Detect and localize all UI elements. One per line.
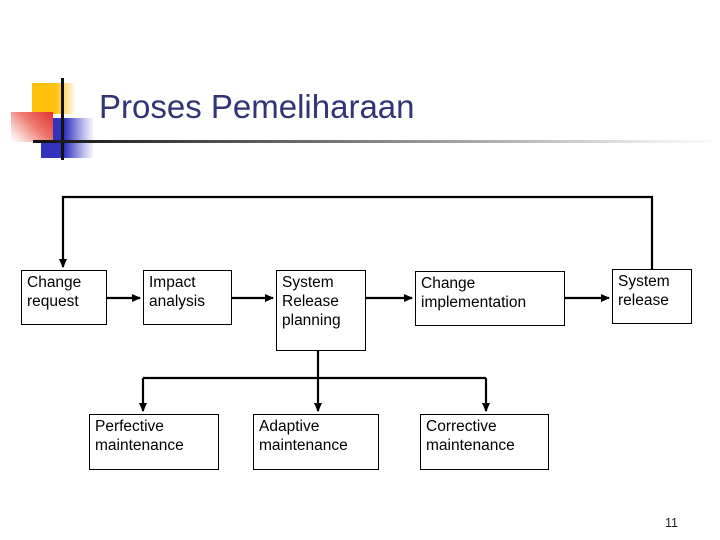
logo-yellow-square [32,83,75,114]
node-perfective-maintenance: Perfective maintenance [89,414,219,470]
node-adaptive-maintenance: Adaptive maintenance [253,414,379,470]
node-change-implementation: Change implementation [415,271,565,326]
node-impact-analysis: Impact analysis [143,270,232,325]
node-system-release-planning: System Release planning [276,270,366,351]
title-underline-rule [33,140,713,143]
logo-red-square [11,112,53,142]
page-number: 11 [665,516,678,530]
node-corrective-maintenance: Corrective maintenance [420,414,549,470]
slide-title: Proses Pemeliharaan [99,88,415,125]
logo-crosshair-line [61,78,64,160]
node-change-request: Change request [21,270,107,325]
node-system-release: System release [612,269,692,324]
connector-feedback-loop [59,195,654,270]
